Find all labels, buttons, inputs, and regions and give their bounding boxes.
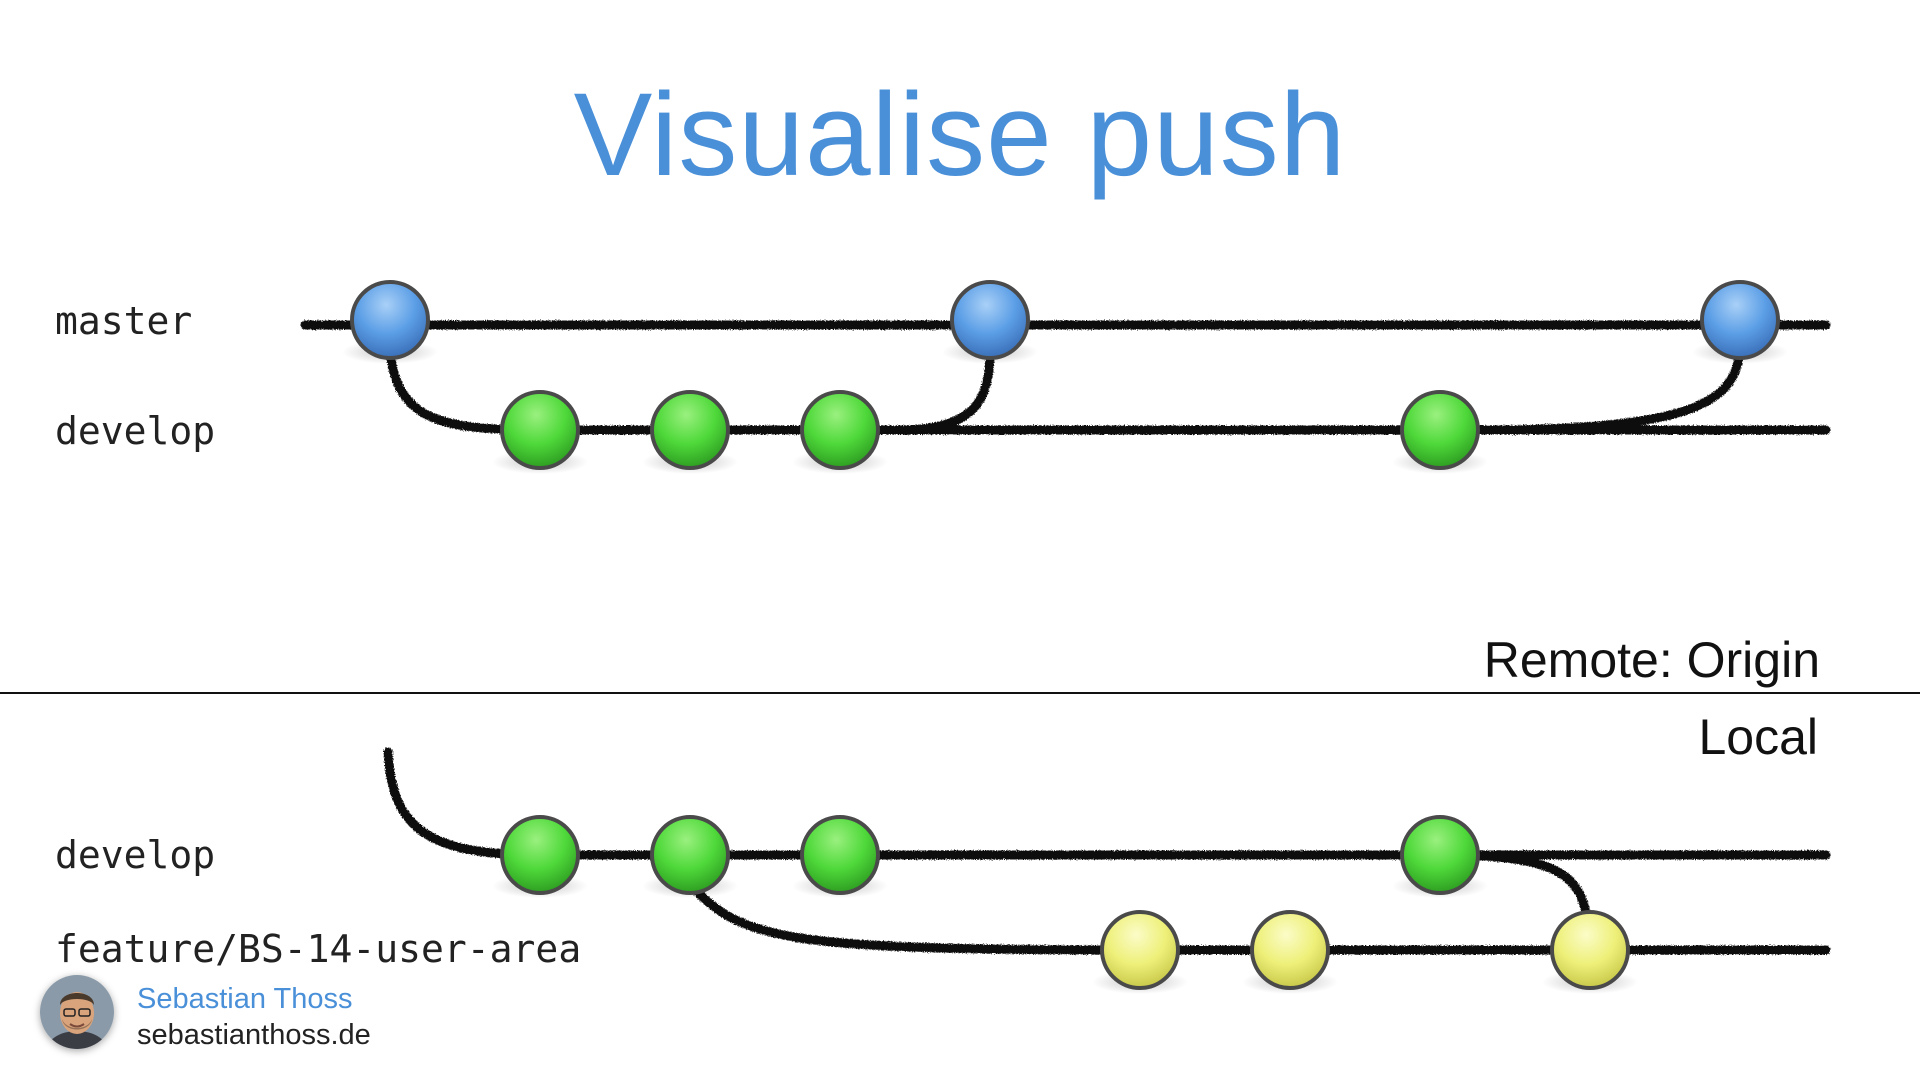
local-feature-commit-3 — [1550, 910, 1630, 990]
remote-area-label: Remote: Origin — [1483, 632, 1820, 688]
author-name: Sebastian Thoss — [137, 983, 353, 1015]
remote-master-commit-2 — [950, 280, 1030, 360]
author-avatar — [40, 975, 114, 1049]
branch-label-local-develop: develop — [55, 833, 216, 877]
author-website[interactable]: sebastianthoss.de — [137, 1019, 371, 1051]
remote-develop-merge-curve-1 — [890, 347, 995, 435]
slide-title: Visualise push — [573, 69, 1347, 201]
remote-master-commit-3 — [1700, 280, 1780, 360]
local-develop-commit-2 — [650, 815, 730, 895]
remote-local-divider — [0, 692, 1920, 694]
local-develop-commit-4 — [1400, 815, 1480, 895]
branch-label-local-feature: feature/BS-14-user-area — [55, 927, 582, 971]
branch-label-remote-develop: develop — [55, 409, 216, 453]
local-develop-commit-3 — [800, 815, 880, 895]
remote-master-commit-1 — [350, 280, 430, 360]
remote-develop-commit-4 — [1400, 390, 1480, 470]
author-block: Sebastian Thoss sebastianthoss.de — [40, 975, 520, 1055]
remote-develop-merge-curve-2 — [1475, 345, 1745, 435]
remote-develop-commit-1 — [500, 390, 580, 470]
remote-develop-commit-3 — [800, 390, 880, 470]
local-area-label: Local — [1698, 709, 1818, 765]
local-develop-commit-1 — [500, 815, 580, 895]
local-feature-commit-2 — [1250, 910, 1330, 990]
local-feature-commit-1 — [1100, 910, 1180, 990]
remote-develop-commit-2 — [650, 390, 730, 470]
local-feature-branch-curve — [683, 877, 1145, 955]
branch-label-remote-master: master — [55, 299, 193, 343]
